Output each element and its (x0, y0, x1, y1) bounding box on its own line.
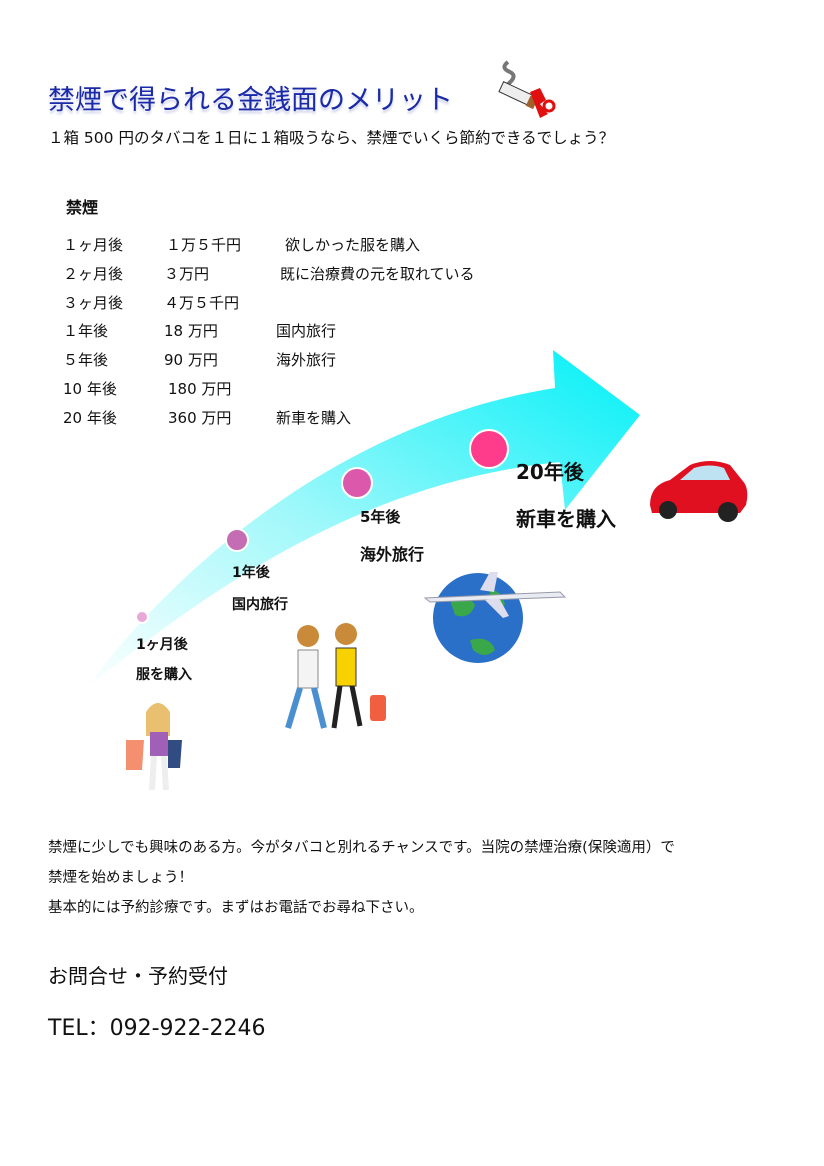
period: １年後 (63, 322, 109, 340)
benefit: 国内旅行 (276, 322, 337, 340)
amount: １万５千円 (166, 236, 242, 254)
milestone-label: 海外旅行 (360, 545, 425, 564)
period: 20 年後 (63, 409, 117, 427)
globe-plane-icon (423, 572, 567, 663)
benefit: 海外旅行 (276, 351, 337, 369)
milestone-period: 1ヶ月後 (136, 637, 188, 653)
body-text-line: 禁煙に少しでも興味のある方。今がタバコと別れるチャンスです。当院の禁煙治療(保険… (48, 840, 675, 856)
period: ２ヶ月後 (63, 265, 124, 283)
contact-phone: TEL：092-922-2246 (48, 1016, 266, 1041)
milestone-period: 1年後 (232, 565, 270, 581)
shopping-woman-icon (126, 703, 182, 791)
milestone-label: 服を購入 (136, 667, 192, 683)
period: 10 年後 (63, 380, 117, 398)
period: ３ヶ月後 (63, 294, 124, 312)
milestone-dot (225, 528, 249, 552)
body-text-line: 基本的には予約診療です。まずはお電話でお尋ね下さい。 (48, 900, 424, 916)
body-text-line: 禁煙を始めましょう！ (48, 870, 193, 886)
period: １ヶ月後 (63, 236, 124, 254)
amount: ３万円 (164, 265, 210, 283)
amount: 180 万円 (168, 380, 232, 398)
benefit: 欲しかった服を購入 (285, 236, 421, 254)
no-smoking-icon (498, 60, 556, 118)
benefit: 新車を購入 (276, 409, 352, 427)
period: ５年後 (63, 351, 109, 369)
travelers-icon (285, 623, 386, 729)
savings-heading: 禁煙 (66, 198, 99, 217)
contact-heading: お問合せ・予約受付 (48, 964, 228, 988)
page-subtitle: １箱 500 円のタバコを１日に１箱吸うなら、禁煙でいくら節約できるでしょう？ (48, 129, 615, 147)
amount: 18 万円 (164, 322, 218, 340)
milestone-period: 20年後 (516, 460, 584, 484)
milestone-dot (341, 467, 373, 499)
milestone-label: 新車を購入 (516, 507, 616, 531)
car-icon (650, 461, 748, 522)
milestone-period: 5年後 (360, 508, 401, 526)
amount: ４万５千円 (164, 294, 240, 312)
benefit: 既に治療費の元を取れている (280, 265, 475, 283)
page-title: 禁煙で得られる金銭面のメリット (48, 85, 453, 116)
milestone-label: 国内旅行 (232, 597, 288, 613)
amount: 90 万円 (164, 351, 218, 369)
amount: 360 万円 (168, 409, 232, 427)
milestone-dot (469, 429, 509, 469)
milestone-dot (135, 610, 149, 624)
